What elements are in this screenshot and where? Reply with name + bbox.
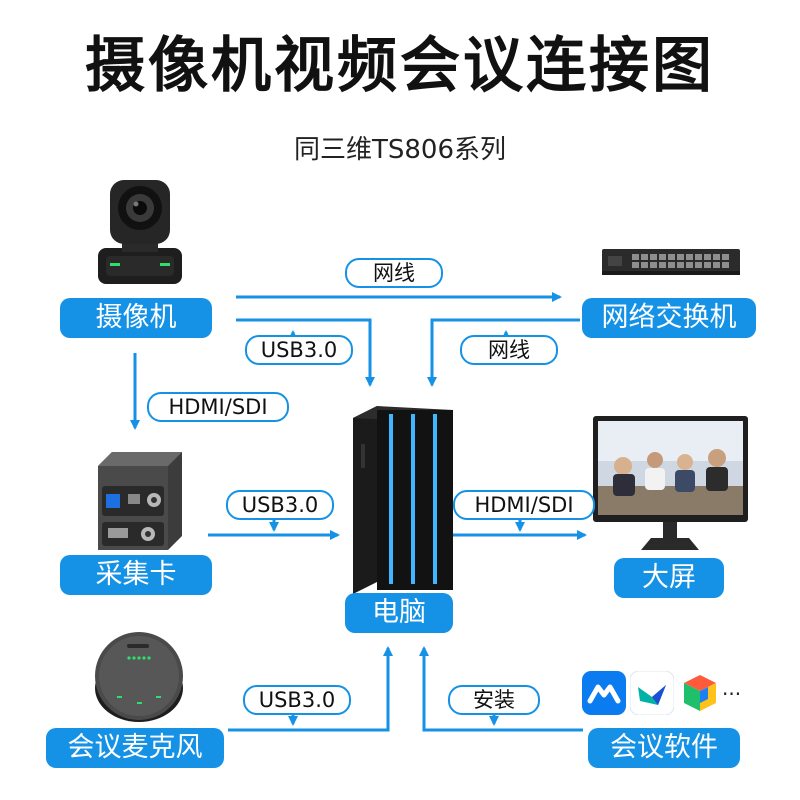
node-software: 会议软件 — [588, 728, 740, 768]
network-switch-icon — [602, 247, 740, 277]
capture-card-icon — [92, 446, 188, 556]
more-apps-ellipsis: ... — [722, 678, 741, 698]
node-computer: 电脑 — [345, 593, 453, 633]
node-screen: 大屏 — [614, 558, 724, 598]
page-title: 摄像机视频会议连接图 — [0, 30, 800, 102]
cube-app-icon — [678, 671, 722, 715]
node-switch: 网络交换机 — [582, 298, 756, 338]
link-capture-pc: USB3.0 — [226, 490, 334, 520]
ptz-camera-icon — [92, 170, 188, 288]
tencent-meeting-icon — [582, 671, 626, 715]
link-camera-capture: HDMI/SDI — [147, 392, 289, 422]
page-subtitle: 同三维TS806系列 — [0, 134, 800, 166]
link-switch-pc: 网线 — [460, 335, 558, 365]
link-software-pc: 安装 — [448, 685, 540, 715]
monitor-icon — [593, 416, 748, 552]
node-camera: 摄像机 — [60, 298, 212, 338]
conference-mic-icon — [93, 630, 185, 724]
node-mic: 会议麦克风 — [46, 728, 224, 768]
link-camera-switch: 网线 — [345, 258, 443, 288]
node-capture-card: 采集卡 — [60, 555, 212, 595]
link-pc-screen: HDMI/SDI — [453, 490, 595, 520]
feishu-icon — [630, 671, 674, 715]
tower-pc-icon — [353, 404, 453, 596]
link-mic-pc: USB3.0 — [243, 685, 351, 715]
link-camera-pc: USB3.0 — [245, 335, 353, 365]
